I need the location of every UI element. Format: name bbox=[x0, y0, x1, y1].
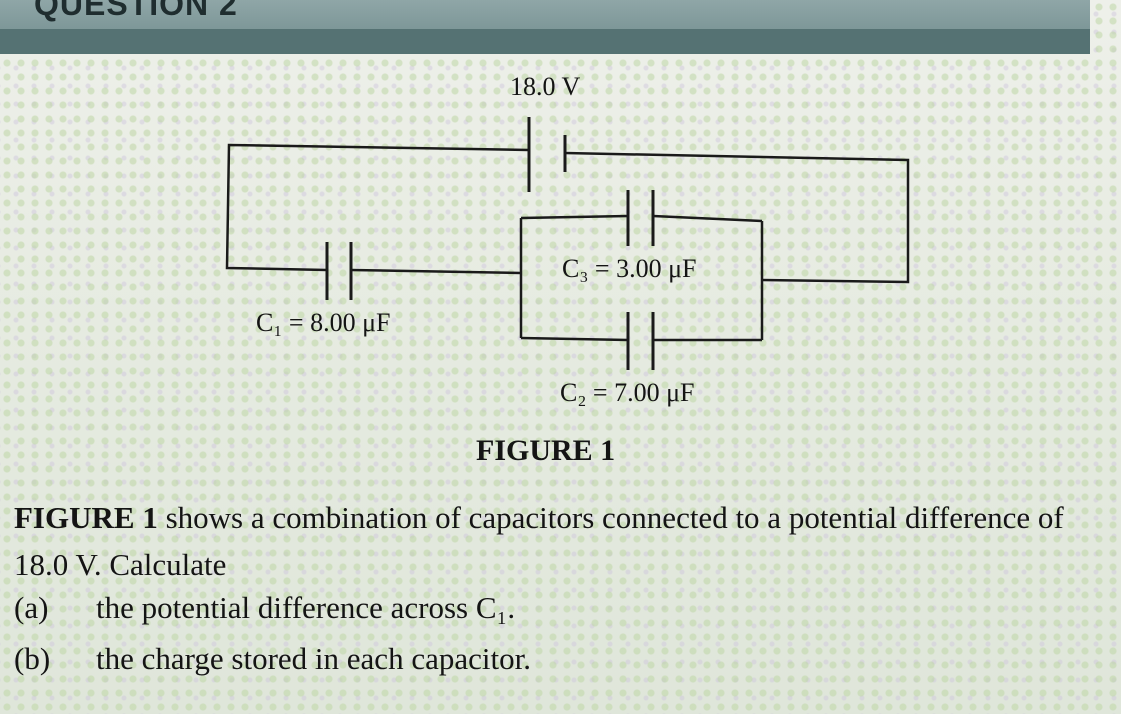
c1-label: C₁ = 8.00 μF bbox=[256, 308, 391, 337]
question-part-a: (a) the potential difference across C₁. bbox=[14, 590, 515, 626]
part-a-text: the potential difference across C₁. bbox=[96, 590, 516, 625]
wire-top-left bbox=[225, 143, 530, 272]
wire-top-right bbox=[564, 151, 910, 284]
question-header-bar: QUESTION 2 bbox=[0, 0, 1090, 54]
question-text: FIGURE 1 shows a combination of capacito… bbox=[14, 494, 1114, 588]
question-lead: FIGURE 1 bbox=[14, 500, 158, 535]
question-title: QUESTION 2 bbox=[34, 0, 238, 22]
c2-label: C₂ = 7.00 μF bbox=[560, 378, 695, 407]
part-b-text: the charge stored in each capacitor. bbox=[96, 641, 531, 676]
part-b-marker: (b) bbox=[14, 641, 51, 676]
part-a-marker: (a) bbox=[14, 590, 49, 625]
wire-c2-left bbox=[520, 336, 629, 342]
wire-c1-to-junction bbox=[350, 268, 522, 275]
question-part-b: (b) the charge stored in each capacitor. bbox=[14, 641, 531, 677]
c3-label: C₃ = 3.00 μF bbox=[562, 254, 697, 283]
question-body: shows a combination of capacitors connec… bbox=[14, 500, 1064, 582]
header-strip bbox=[0, 29, 1090, 54]
battery-label: 18.0 V bbox=[510, 72, 581, 101]
figure-caption: FIGURE 1 bbox=[476, 434, 616, 467]
wire-c3-left bbox=[520, 214, 629, 220]
wire-c3-right bbox=[652, 214, 763, 223]
